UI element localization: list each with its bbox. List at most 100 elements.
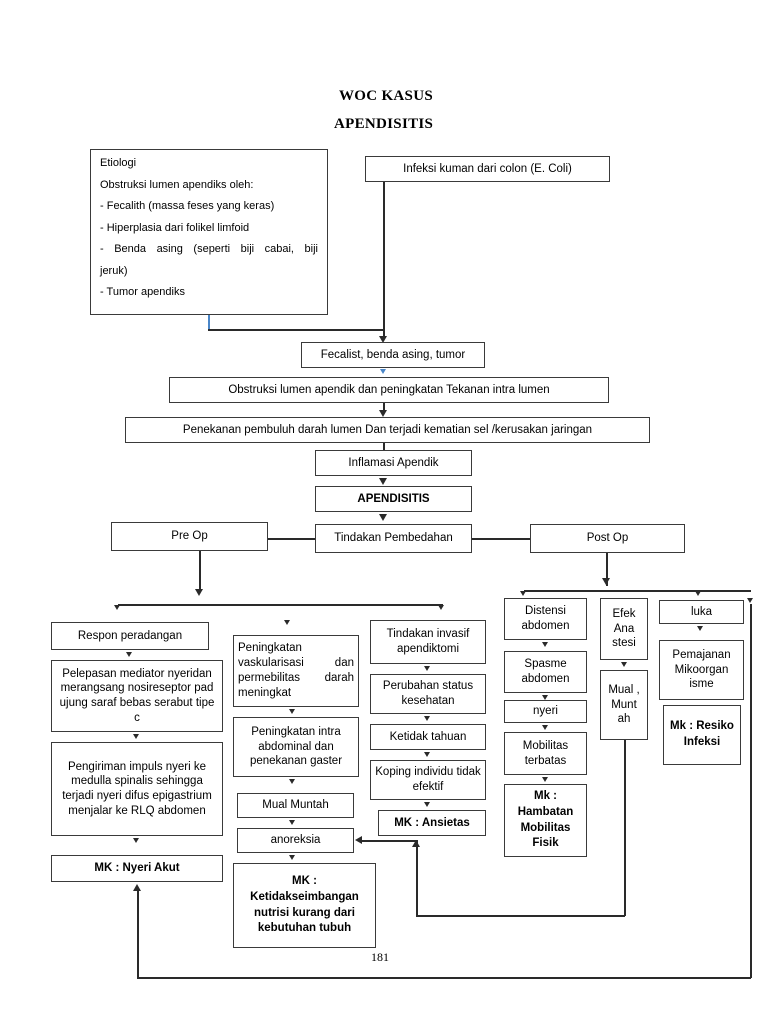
perubahan-status-box: Perubahan status kesehatan (370, 674, 486, 714)
obstruksi-to-penekanan-line (383, 403, 385, 413)
anoreksia-to-mk-arrow (289, 855, 295, 860)
etiology-item-0: - Fecalith (massa feses yang keras) (100, 200, 275, 213)
etiology-box: Etiologi Obstruksi lumen apendiks oleh: … (90, 149, 328, 315)
pengiriman-impuls-box: Pengiriman impuls nyeri ke medulla spina… (51, 742, 223, 836)
peningkatan-vaskularisasi-box: Peningkatan vaskularisasi dan permebilit… (233, 635, 359, 707)
tindakan-invasif-box: Tindakan invasif apendiktomi (370, 620, 486, 664)
pelepasan-mediator-box: Pelepasan mediator nyeridan merangsang n… (51, 660, 223, 732)
postop-down-arrow (602, 578, 610, 585)
efek-anastesi-label: Efek Ana stesi (612, 607, 636, 650)
mual-muntah-postop-box: Mual , Munt ah (600, 670, 648, 740)
nyeri-box: nyeri (504, 700, 587, 723)
obstruksi-to-penekanan-arrow (379, 410, 387, 417)
anoreksia-box: anoreksia (237, 828, 354, 853)
tindakan-postop-link (472, 538, 530, 540)
preop-down-line (199, 551, 201, 591)
peningkatan-intra-abdominal-box: Peningkatan intra abdominal dan penekana… (233, 717, 359, 777)
mualmuntah-to-anoreksia-arrow (289, 820, 295, 825)
infeksi-kuman-box: Infeksi kuman dari colon (E. Coli) (365, 156, 610, 182)
mual-muntah-postop-label: Mual , Munt ah (608, 683, 640, 726)
infeksi-to-fecalist-arrow (379, 336, 387, 343)
page-title-line1: WOC KASUS (339, 88, 433, 104)
mk-hambatan-mobilitas-box: Mk : Hambatan Mobilitas Fisik (504, 784, 587, 857)
nyeri-to-mobilitas-arrow (542, 725, 548, 730)
luka-to-pemajanan-arrow (697, 626, 703, 631)
mual-postop-down-line (624, 740, 626, 916)
vaskularisasi-to-intraabdominal-arrow (289, 709, 295, 714)
mk-nyeri-akut-box: MK : Nyeri Akut (51, 855, 223, 882)
middle-column-feed-arrow (284, 620, 290, 625)
mk-resiko-infeksi-label: Mk : Resiko Infeksi (670, 720, 734, 748)
mobilitas-terbatas-box: Mobilitas terbatas (504, 732, 587, 775)
mobilitas-to-mkhambatan-arrow (542, 777, 548, 782)
preop-distribution-bar (118, 604, 443, 606)
mual-muntah-box: Mual Muntah (237, 793, 354, 818)
pemajanan-mikroorganisme-box: Pemajanan Mikoorgan isme (659, 640, 744, 700)
etiology-subheading: Obstruksi lumen apendiks oleh: (100, 178, 254, 191)
page-number: 181 (371, 950, 389, 964)
mk-ansietas-box: MK : Ansietas (378, 810, 486, 836)
preop-branch-right-arrow (438, 605, 444, 610)
ketidak-tahuan-box: Ketidak tahuan (370, 724, 486, 750)
loop-into-anoreksia-line (361, 840, 417, 842)
respon-peradangan-box: Respon peradangan (51, 622, 209, 650)
inflamasi-to-apendisitis-arrow (379, 478, 387, 485)
etiology-item-3: jeruk) (100, 264, 128, 277)
intraabdominal-to-mualmuntah-arrow (289, 779, 295, 784)
feedback-to-nyeri-akut-arrow (133, 884, 141, 891)
etiology-heading: Etiologi (100, 157, 137, 169)
obstruksi-lumen-box: Obstruksi lumen apendik dan peningkatan … (169, 377, 609, 403)
page-title-line2: APENDISITIS (334, 116, 434, 132)
mk-hambatan-label: Mk : Hambatan Mobilitas Fisik (517, 789, 574, 850)
loop-into-anoreksia-arrow (355, 836, 362, 844)
efek-anastesi-box: Efek Ana stesi (600, 598, 648, 660)
luka-box: luka (659, 600, 744, 624)
penekanan-to-inflamasi-line (383, 443, 385, 453)
far-right-rail (750, 604, 752, 978)
loop-bottom-connector (416, 915, 625, 917)
mk-resiko-infeksi-box: Mk : Resiko Infeksi (663, 705, 741, 765)
etiology-item-1: - Hiperplasia dari folikel limfoid (100, 221, 250, 234)
preop-tindakan-link (268, 538, 315, 540)
inflamasi-apendik-box: Inflamasi Apendik (315, 450, 472, 476)
pelepasan-to-pengiriman-arrow (133, 734, 139, 739)
pre-op-box: Pre Op (111, 522, 268, 551)
loop-riser-arrow (412, 840, 420, 847)
efek-to-mual-arrow (621, 662, 627, 667)
loop-vertical-riser (416, 840, 418, 917)
invasif-to-perubahan-arrow (424, 666, 430, 671)
etiology-connector-horizontal (208, 329, 383, 331)
fecalist-box: Fecalist, benda asing, tumor (301, 342, 485, 368)
etiology-connector-vertical (208, 315, 210, 330)
spasme-to-nyeri-arrow (542, 695, 548, 700)
koping-individu-box: Koping individu tidak efektif (370, 760, 486, 800)
post-op-box: Post Op (530, 524, 685, 553)
preop-branch-left-arrow (114, 605, 120, 610)
ketidaktahuan-to-koping-arrow (424, 752, 430, 757)
etiology-item-4: - Tumor apendiks (100, 286, 185, 299)
fecalist-to-obstruksi-arrow (380, 369, 386, 374)
penekanan-pembuluh-box: Penekanan pembuluh darah lumen Dan terja… (125, 417, 650, 443)
apendisitis-to-tindakan-arrow (379, 514, 387, 521)
feedback-vertical-left (137, 890, 139, 978)
preop-down-arrow (195, 589, 203, 596)
postop-down-line (606, 553, 608, 586)
perubahan-to-ketidaktahuan-arrow (424, 716, 430, 721)
infeksi-to-fecalist-line (383, 182, 385, 337)
postop-branch-far-right-arrow (747, 598, 753, 603)
spasme-abdomen-box: Spasme abdomen (504, 651, 587, 693)
postop-branch-luka-arrow (695, 591, 701, 596)
feedback-bottom-line (137, 977, 751, 979)
respon-to-pelepasan-arrow (126, 652, 132, 657)
postop-distribution-bar (524, 590, 751, 592)
tindakan-pembedahan-box: Tindakan Pembedahan (315, 524, 472, 553)
mk-ketidakseimbangan-box: MK : Ketidakseimbangan nutrisi kurang da… (233, 863, 376, 948)
postop-branch-distensi-arrow (520, 591, 526, 596)
peningkatan-vaskularisasi-label: Peningkatan vaskularisasi dan permebilit… (238, 642, 354, 699)
apendisitis-box: APENDISITIS (315, 486, 472, 512)
distensi-to-spasme-arrow (542, 642, 548, 647)
pengiriman-to-nyeri-akut-arrow (133, 838, 139, 843)
koping-to-ansietas-arrow (424, 802, 430, 807)
mk-ketidakseimbangan-label: MK : Ketidakseimbangan nutrisi kurang da… (250, 875, 359, 935)
